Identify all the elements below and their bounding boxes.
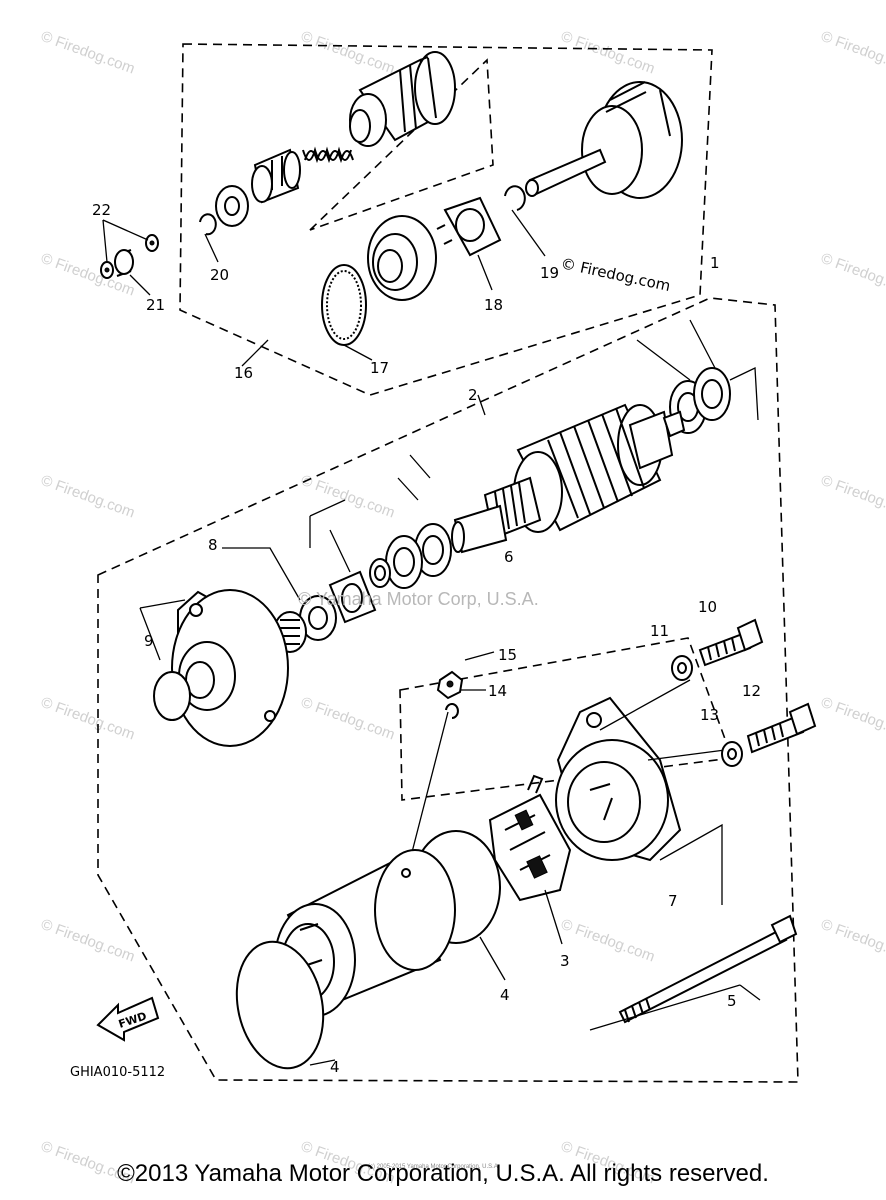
part-8-bearing (222, 547, 337, 653)
watermark: © Firedog.com (559, 916, 657, 966)
callout-19: 19 (540, 264, 559, 282)
part-thrust-washers-rear (636, 319, 759, 434)
watermark: © Firedog.com (299, 28, 397, 78)
part-14-washer (445, 703, 459, 719)
watermark: © Firedog.com (819, 916, 886, 966)
callout-18: 18 (484, 296, 503, 314)
fwd-arrow-icon: FWD (96, 996, 160, 1042)
part-12-bolt (746, 702, 817, 754)
part-5-through-bolt (589, 914, 798, 1031)
callout-6: 6 (504, 548, 514, 566)
callout-20: 20 (210, 266, 229, 284)
part-9-o-ring (153, 671, 191, 721)
part-thrust-washers-front (309, 499, 452, 624)
part-17-needle-bearing (321, 264, 373, 361)
watermark: © Firedog.com (819, 250, 886, 300)
part-22-21-spring (100, 219, 159, 296)
watermark: © Firedog.com (39, 916, 137, 966)
callout-9: 9 (144, 632, 154, 650)
part-15-nut (436, 670, 464, 700)
part-pinion-sleeve (251, 148, 301, 204)
firedog-label: © Firedog.com (559, 254, 672, 295)
callout-15: 15 (498, 646, 517, 664)
drawing-code: GHIA010-5112 (70, 1065, 165, 1080)
callout-1: 1 (710, 254, 720, 272)
part-front-cover (171, 589, 289, 747)
part-clutch-spring (302, 146, 354, 164)
watermark: © Firedog.com (39, 694, 137, 744)
callout-21: 21 (146, 296, 165, 314)
part-18-retainer (436, 196, 502, 291)
center-watermark: © Yamaha Motor Corp, U.S.A. (298, 589, 539, 609)
part-pinion-washer (215, 185, 249, 227)
part-clutch-outer (525, 81, 683, 199)
copyright-notice: ©2013 Yamaha Motor Corporation, U.S.A. A… (117, 1160, 769, 1187)
callout-8: 8 (208, 536, 218, 554)
watermark: © Firedog.com (299, 694, 397, 744)
part-13-washer (721, 741, 743, 767)
part-yoke (274, 830, 501, 1017)
watermark: © Firedog.com (39, 28, 137, 78)
callout-13: 13 (700, 706, 719, 724)
clutch-group-outline (179, 43, 713, 396)
watermark: © Firedog.com (819, 472, 886, 522)
watermark: © Firedog.com (39, 472, 137, 522)
part-overrunning-clutch (349, 51, 456, 147)
callout-4: 4 (500, 986, 510, 1004)
part-3-brush-holder (488, 774, 572, 945)
part-4-gasket (235, 940, 325, 1070)
clip-group-outline (309, 58, 494, 231)
callout-14: 14 (488, 682, 507, 700)
callout-2: 2 (468, 386, 478, 404)
part-clutch-gear-housing (367, 215, 437, 301)
watermark: © Firedog.com (819, 28, 886, 78)
watermark: © Firedog.com (559, 28, 657, 78)
callout-11: 11 (650, 622, 669, 640)
part-2-armature (397, 394, 686, 554)
starter-assembly-outline (97, 297, 799, 1083)
callout-4: 4 (330, 1058, 340, 1076)
callout-3: 3 (560, 952, 570, 970)
callout-10: 10 (698, 598, 717, 616)
callout-22: 22 (92, 201, 111, 219)
watermark: © Firedog.com (819, 694, 886, 744)
small-copyright: (c) 2005-2015 Yamaha Motor Corporation, … (368, 1164, 500, 1170)
callout-5: 5 (727, 992, 737, 1010)
callout-12: 12 (742, 682, 761, 700)
part-11-washer (671, 655, 693, 681)
callout-17: 17 (370, 359, 389, 377)
part-7-rear-cover (555, 679, 726, 905)
part-19-circlip (504, 185, 526, 211)
callout-layer: 1 2 3 4 4 5 6 7 8 9 10 11 12 13 14 15 16… (92, 201, 761, 1076)
part-10-bolt (698, 618, 764, 667)
callout-7: 7 (668, 892, 678, 910)
part-20-circlip (199, 213, 217, 236)
callout-16: 16 (234, 364, 253, 382)
